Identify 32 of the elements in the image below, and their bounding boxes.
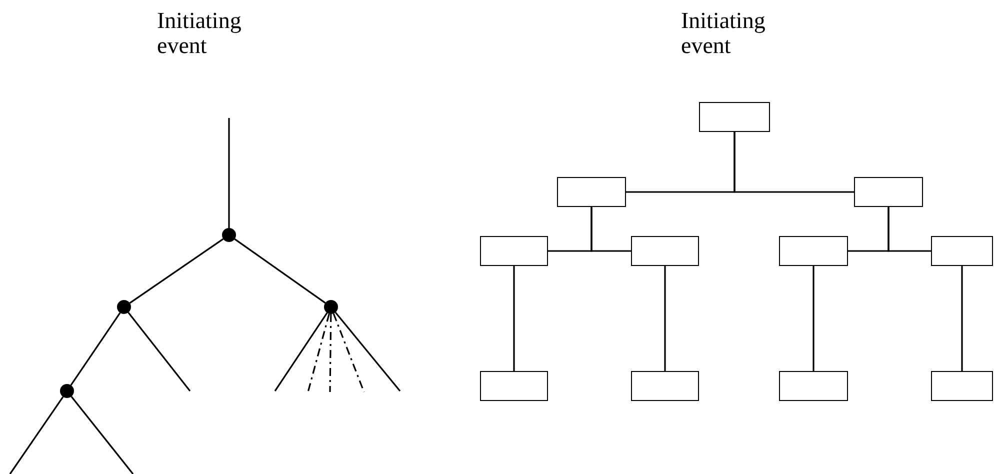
- heading-label: Initiating event: [681, 8, 766, 58]
- heading-label: Initiating event: [157, 8, 242, 58]
- connector-line: [334, 312, 401, 392]
- event-box: [699, 102, 770, 132]
- event-box: [931, 371, 993, 401]
- event-box: [631, 371, 699, 401]
- event-box: [854, 177, 923, 207]
- event-box: [480, 236, 548, 266]
- event-box: [480, 371, 548, 401]
- connector-line: [888, 207, 931, 252]
- connector-line: [70, 312, 121, 386]
- connector-line: [812, 266, 814, 371]
- connector-line: [590, 207, 631, 252]
- dashed-branch-line: [329, 314, 332, 392]
- dashed-branch-line: [307, 314, 330, 392]
- connector-line: [513, 266, 515, 371]
- connector-line: [234, 238, 326, 304]
- event-box: [779, 371, 848, 401]
- dashed-branch-line: [332, 313, 365, 392]
- event-box: [779, 236, 848, 266]
- connector-line: [70, 396, 134, 474]
- connector-line: [274, 312, 328, 392]
- connector-line: [128, 312, 191, 392]
- event-box: [931, 236, 993, 266]
- connector-line: [9, 396, 64, 474]
- connector-line: [129, 238, 224, 304]
- event-box: [631, 236, 699, 266]
- event-box: [557, 177, 626, 207]
- connector-line: [228, 118, 230, 228]
- connector-line: [734, 132, 854, 193]
- connector-line: [961, 266, 963, 371]
- connector-line: [664, 266, 666, 371]
